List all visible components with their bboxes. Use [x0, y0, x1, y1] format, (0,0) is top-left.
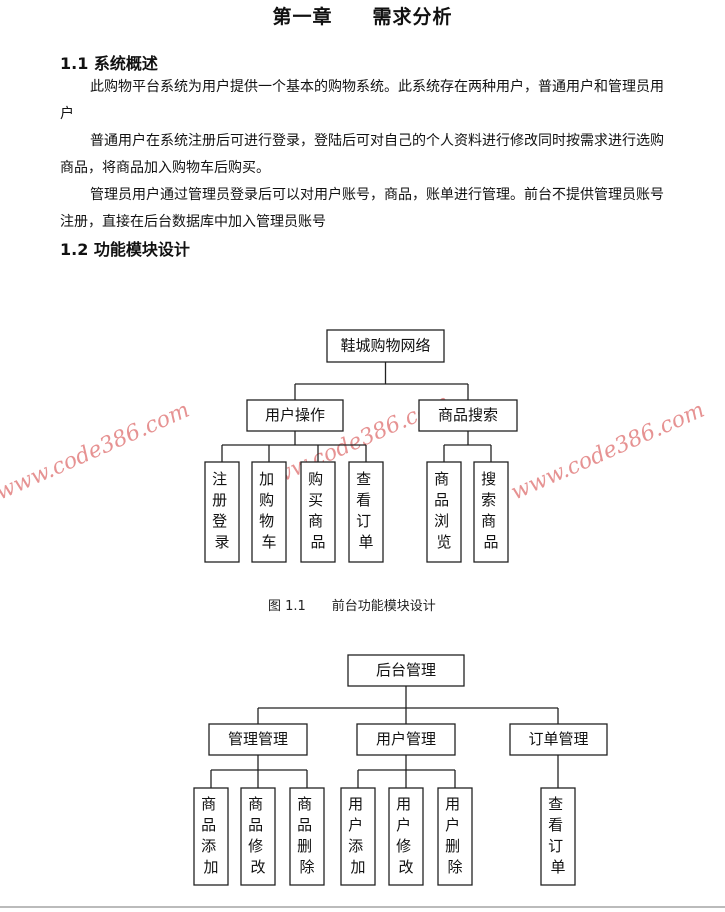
section-title-overview: 1.1 系统概述 — [60, 54, 158, 73]
diagram1-root-box — [326, 329, 445, 363]
diagram2-leaf-box — [289, 787, 325, 886]
paragraph-admin-user: 管理员用户通过管理员登录后可以对用户账号，商品，账单进行管理。前台不提供管理员账… — [60, 187, 664, 230]
diagram2-leaf-label: 商 品 修 改 — [248, 795, 268, 876]
diagram1-leaf-label: 注 册 登 录 — [212, 470, 232, 551]
diagram2-leaf-label: 用 户 修 改 — [396, 795, 416, 876]
section-title-module-design: 1.2 功能模块设计 — [60, 240, 190, 259]
diagram1-group-label: 商品搜索 — [438, 406, 498, 424]
chapter-title: 第一章 需求分析 — [272, 6, 453, 28]
diagram1-leaf-box — [426, 461, 462, 563]
paragraph-system-overview: 此购物平台系统为用户提供一个基本的购物系统。此系统存在两种用户，普通用户和管理员… — [60, 79, 664, 122]
diagram2-group-label: 管理管理 — [228, 730, 288, 748]
diagram1-leaf-box — [300, 461, 336, 563]
diagram2-leaf-box — [437, 787, 473, 886]
diagram2-root-label: 后台管理 — [376, 661, 436, 679]
diagram2-leaf-box — [340, 787, 376, 886]
diagram2-leaf-label: 用 户 删 除 — [445, 795, 465, 876]
diagram1-leaf-label: 购 买 商 品 — [308, 470, 328, 551]
diagram2-leaf-box — [193, 787, 229, 886]
page-bottom-divider — [0, 906, 725, 908]
diagram2-leaf-label: 商 品 删 除 — [297, 795, 317, 876]
diagram1-leaf-box — [251, 461, 287, 563]
diagram2-leaf-label: 用 户 添 加 — [348, 795, 368, 876]
diagram1-leaf-box — [473, 461, 509, 563]
figure-caption: 图 1.1 前台功能模块设计 — [268, 598, 436, 614]
diagram2-group-label: 用户管理 — [376, 730, 436, 748]
diagram1-root-label: 鞋城购物网络 — [340, 337, 430, 355]
watermark: www.code386.com — [507, 398, 708, 506]
diagram2-group-label: 订单管理 — [528, 730, 588, 748]
diagram1-leaf-label: 查 看 订 单 — [356, 470, 376, 551]
diagram2-leaf-label: 查 看 订 单 — [548, 795, 568, 876]
paragraph-regular-user: 普通用户在系统注册后可进行登录，登陆后可对自己的个人资料进行修改同时按需求进行选… — [60, 133, 664, 176]
diagram2-group-box-users — [356, 723, 456, 756]
diagram2-group-box-orders — [509, 723, 608, 756]
diagram2-leaf-box — [240, 787, 276, 886]
diagram1-leaf-box — [204, 461, 240, 563]
diagram2-leaf-label: 商 品 添 加 — [201, 795, 221, 876]
diagram1-leaf-label: 加 购 物 车 — [259, 470, 279, 551]
diagram1-group-label: 用户操作 — [265, 406, 325, 424]
diagram2-leaf-box — [388, 787, 424, 886]
diagram1-leaf-box — [348, 461, 384, 563]
diagram2-group-box-goods — [208, 723, 308, 756]
diagram2-leaf-box — [540, 787, 576, 886]
diagram1-leaf-label: 搜 索 商 品 — [481, 470, 501, 551]
diagram1-leaf-label: 商 品 浏 览 — [434, 470, 454, 551]
watermark: www.code386.com — [0, 398, 193, 506]
